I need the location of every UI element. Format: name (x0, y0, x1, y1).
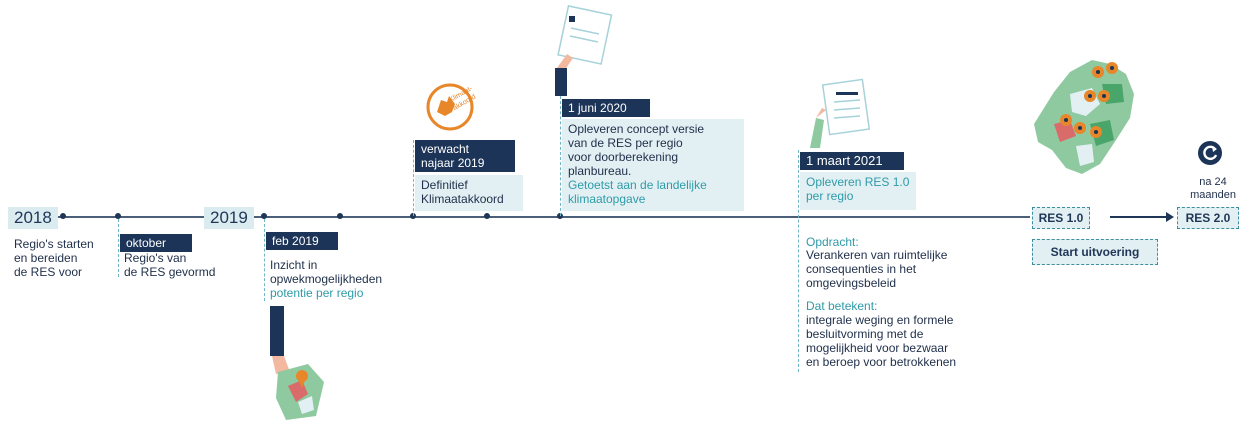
start-text: Regio's starten en bereiden de RES voor (14, 237, 94, 279)
arrow-line (1110, 216, 1166, 218)
refresh-cycle-icon (1198, 141, 1222, 165)
juni2020-text: Opleveren concept versie van de RES per … (568, 122, 705, 178)
connector (413, 140, 414, 216)
feb2019-teal-text: potentie per regio (270, 286, 364, 300)
oktober-text: Regio's van de RES gevormd (124, 251, 216, 279)
opdracht-title: Opdracht: (806, 235, 859, 249)
maart2021-teal-text: Opleveren RES 1.0 per regio (800, 172, 916, 210)
res2-box: RES 2.0 (1177, 207, 1239, 229)
juni2020-teal-text: Getoetst aan de landelijke klimaatopgave (568, 178, 707, 206)
hand-with-pen-document-icon (810, 78, 871, 148)
timeline-dot (410, 213, 416, 219)
timeline-axis (8, 216, 1030, 218)
arrow-head (1166, 212, 1174, 222)
timeline-dot (337, 213, 343, 219)
year-2018: 2018 (8, 207, 58, 229)
betekent-title: Dat betekent: (806, 299, 878, 313)
connector (798, 150, 799, 372)
year-2019: 2019 (204, 207, 254, 229)
oktober-label: oktober (120, 234, 192, 252)
timeline-dot (261, 213, 267, 219)
feb2019-text: Inzicht in opwekmogelijkheden (270, 258, 383, 286)
timeline-dot (115, 213, 121, 219)
connector (264, 219, 265, 301)
juni2020-box: Opleveren concept versie van de RES per … (562, 119, 744, 211)
klimaatakkoord-logo-icon: Klimaat- akkoord (426, 83, 477, 131)
res2-note: na 24 maanden (1190, 176, 1236, 201)
juni2020-label: 1 juni 2020 (562, 99, 650, 117)
timeline-dot (557, 213, 563, 219)
betekent-text: integrale weging en formele besluitvormi… (806, 313, 957, 369)
feb2019-label: feb 2019 (266, 232, 338, 250)
netherlands-map-pins-icon (1034, 60, 1134, 174)
hand-holding-map-icon (270, 306, 324, 420)
connector (560, 96, 561, 216)
connector (118, 219, 119, 277)
timeline-dot (484, 213, 490, 219)
opdracht-text: Verankeren van ruimtelijke consequenties… (806, 248, 948, 290)
res1-box: RES 1.0 (1032, 207, 1090, 229)
klimaat-text: Definitief Klimaatakkoord (415, 175, 523, 211)
maart2021-label: 1 maart 2021 (800, 152, 904, 170)
timeline-dot (60, 213, 66, 219)
start-uitvoering-box: Start uitvoering (1032, 239, 1158, 265)
klimaat-label: verwacht najaar 2019 (415, 140, 515, 172)
hand-holding-document-icon (555, 5, 613, 96)
